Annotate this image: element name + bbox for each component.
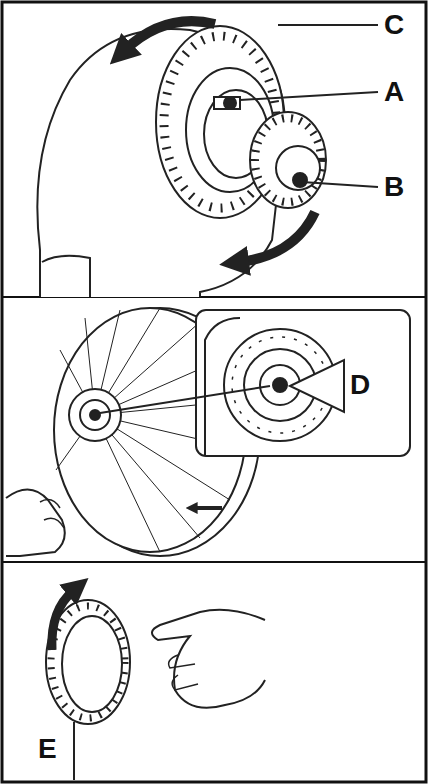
leader-line [240,25,378,187]
detail-inset [196,310,410,456]
hand [6,489,65,556]
callout-letter: C [384,10,404,40]
panel-divider [2,561,426,563]
callout-letter: B [384,172,404,202]
motor-housing [37,26,326,297]
rotation-arrow [125,21,215,50]
leader-line [73,722,75,780]
callout-letter: D [350,370,370,400]
callout-letter: E [38,734,57,764]
hand [152,610,265,708]
leader-line [100,386,270,413]
hand [40,500,64,528]
rotation-arrow [52,590,74,650]
rotation-arrow [240,212,315,262]
pointer-triangle [290,360,344,412]
callout-letter: A [384,77,404,107]
hand [169,655,198,690]
direction-arrow [194,506,222,510]
